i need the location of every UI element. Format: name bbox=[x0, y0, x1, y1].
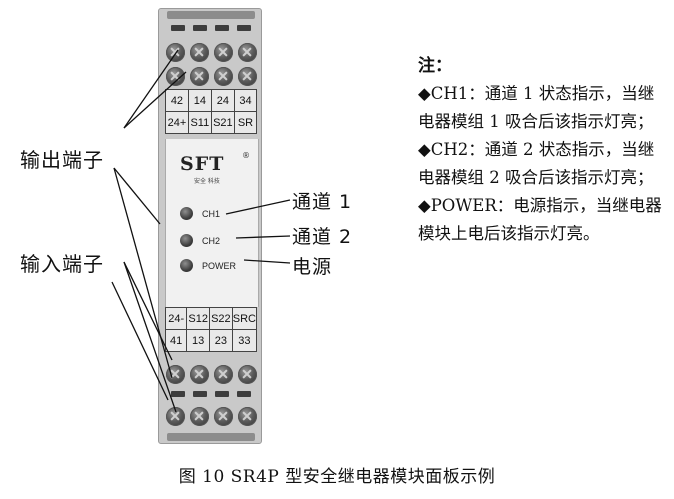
terminal-label: 24- bbox=[164, 307, 188, 330]
terminal-label: 33 bbox=[231, 329, 258, 352]
ch2-led-label: CH2 bbox=[202, 236, 221, 246]
registered-mark: ® bbox=[242, 151, 250, 160]
note-item-ch1: ◆CH1：通道 1 状态指示，当继电器模组 1 吸合后该指示灯亮； bbox=[418, 84, 655, 131]
ch2-led-icon bbox=[180, 234, 193, 247]
din-clip-bottom bbox=[167, 433, 255, 441]
channel1-label: 通道 1 bbox=[292, 191, 353, 213]
terminal-label: 24 bbox=[210, 89, 235, 112]
screw-icon bbox=[165, 66, 185, 86]
screw-icon bbox=[237, 66, 257, 86]
bottom-terminal-signals: 24- S12 S22 SRC bbox=[164, 307, 258, 330]
din-clip-top bbox=[167, 11, 255, 19]
top-slot-row-outer bbox=[167, 25, 255, 33]
terminal-label: 24+ bbox=[165, 111, 189, 134]
ch1-led-label: CH1 bbox=[202, 209, 221, 219]
terminal-label: 34 bbox=[233, 89, 258, 112]
terminal-label: 23 bbox=[209, 329, 233, 352]
front-panel: SFT ® 安全 科技 CH1 CH2 POWER bbox=[165, 139, 259, 307]
screw-icon bbox=[189, 42, 209, 62]
relay-module: 42 14 24 34 24+ S11 S21 SR SFT ® 安全 科技 C… bbox=[158, 8, 262, 444]
screw-icon bbox=[237, 406, 257, 426]
top-terminal-numbers: 42 14 24 34 bbox=[165, 89, 258, 112]
screw-icon bbox=[165, 42, 185, 62]
terminal-label: S12 bbox=[186, 307, 211, 330]
leader-output-3 bbox=[113, 167, 161, 225]
brand-tagline: 安全 科技 bbox=[194, 178, 220, 185]
channel2-label: 通道 2 bbox=[292, 226, 353, 248]
power-led-label: POWER bbox=[202, 261, 237, 271]
notes-block: 注： ◆CH1：通道 1 状态指示，当继电器模组 1 吸合后该指示灯亮； ◆CH… bbox=[418, 52, 663, 248]
input-terminals-label: 输入端子 bbox=[20, 252, 104, 276]
notes-title: 注： bbox=[418, 56, 452, 76]
terminal-label: S11 bbox=[187, 111, 212, 134]
bottom-screw-row-inner bbox=[163, 361, 259, 387]
screw-icon bbox=[213, 364, 233, 384]
screw-icon bbox=[213, 42, 233, 62]
top-terminal-labels: 42 14 24 34 24+ S11 S21 SR bbox=[165, 89, 258, 134]
terminal-label: S22 bbox=[209, 307, 233, 330]
screw-icon bbox=[189, 66, 209, 86]
screw-icon bbox=[165, 364, 185, 384]
top-screw-row-inner bbox=[163, 63, 259, 89]
screw-icon bbox=[213, 406, 233, 426]
brand-logo: SFT bbox=[180, 153, 225, 175]
bottom-terminal-numbers: 41 13 23 33 bbox=[164, 329, 258, 352]
power-label: 电源 bbox=[292, 256, 333, 278]
terminal-label: 41 bbox=[164, 329, 188, 352]
note-item-power: ◆POWER：电源指示，当继电器模块上电后该指示灯亮。 bbox=[418, 196, 662, 243]
ch1-led-icon bbox=[180, 207, 193, 220]
screw-icon bbox=[165, 406, 185, 426]
terminal-label: SR bbox=[233, 111, 258, 134]
screw-icon bbox=[237, 42, 257, 62]
screw-icon bbox=[237, 364, 257, 384]
terminal-label: SRC bbox=[231, 307, 258, 330]
terminal-label: 42 bbox=[165, 89, 189, 112]
figure-caption: 图 10 SR4P 型安全继电器模块面板示例 bbox=[178, 467, 496, 487]
bottom-slot-row bbox=[167, 391, 255, 399]
top-screw-row-outer bbox=[163, 39, 259, 65]
top-terminal-signals: 24+ S11 S21 SR bbox=[165, 111, 258, 134]
module-housing: 42 14 24 34 24+ S11 S21 SR SFT ® 安全 科技 C… bbox=[158, 8, 262, 444]
screw-icon bbox=[213, 66, 233, 86]
screw-icon bbox=[189, 364, 209, 384]
bottom-screw-row-outer bbox=[163, 403, 259, 429]
terminal-label: 13 bbox=[186, 329, 211, 352]
power-led-icon bbox=[180, 259, 193, 272]
screw-icon bbox=[189, 406, 209, 426]
note-item-ch2: ◆CH2：通道 2 状态指示，当继电器模组 2 吸合后该指示灯亮； bbox=[418, 140, 655, 187]
output-terminals-label: 输出端子 bbox=[20, 148, 104, 172]
terminal-label: 14 bbox=[187, 89, 212, 112]
bottom-terminal-labels: 24- S12 S22 SRC 41 13 23 33 bbox=[164, 307, 258, 352]
terminal-label: S21 bbox=[210, 111, 235, 134]
